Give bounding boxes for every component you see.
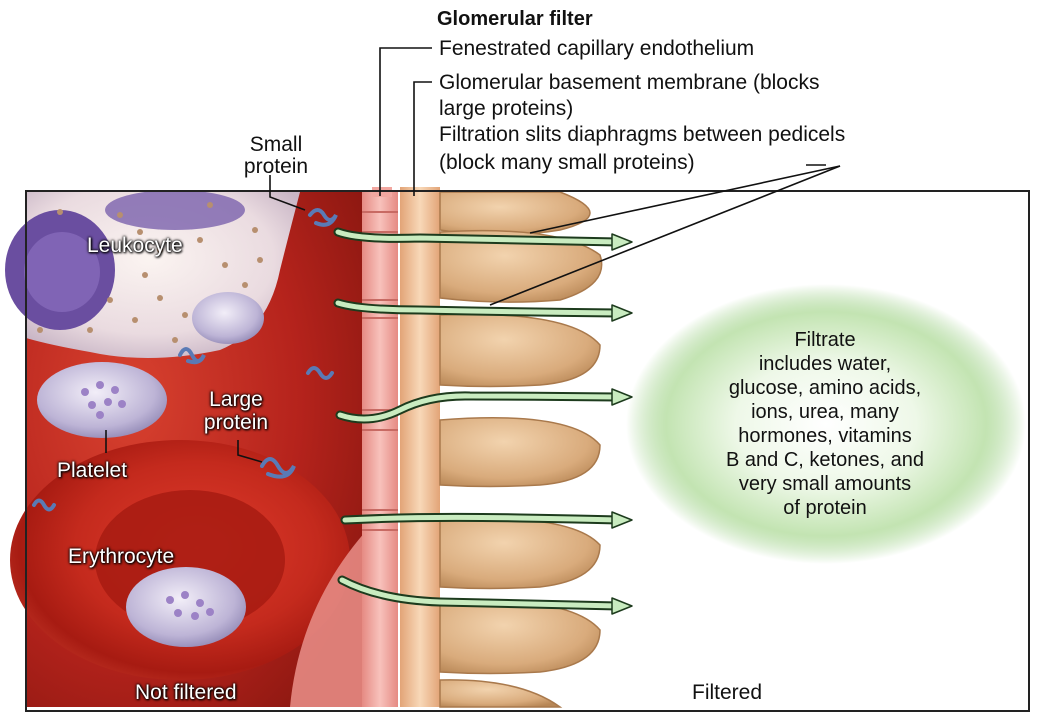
slits-label-line1: Filtration slits diaphragms between pedi…	[439, 122, 845, 148]
leukocyte-cell	[5, 190, 300, 358]
small-protein-label-line2: protein	[232, 154, 320, 180]
filtrate-line: Filtrate	[640, 328, 1010, 352]
basement-membrane	[400, 187, 440, 707]
filtrate-line: of protein	[640, 496, 1010, 520]
large-protein-label-line2: protein	[190, 410, 282, 436]
filtrate-line: glucose, amino acids,	[640, 376, 1010, 400]
filtrate-line: ions, urea, many	[640, 400, 1010, 424]
platelet-label: Platelet	[57, 458, 127, 484]
slits-label-line2: (block many small proteins)	[439, 150, 695, 176]
fenestrated-label: Fenestrated capillary endothelium	[439, 36, 754, 62]
filtrate-line: includes water,	[640, 352, 1010, 376]
filtrate-line: B and C, ketones, and	[640, 448, 1010, 472]
endothelium	[362, 192, 398, 707]
diagram-title: Glomerular filter	[437, 6, 593, 32]
not-filtered-label: Not filtered	[135, 680, 237, 706]
erythrocyte-label: Erythrocyte	[68, 544, 174, 570]
filtered-label: Filtered	[692, 680, 762, 706]
gbm-label-line1: Glomerular basement membrane (blocks	[439, 70, 819, 96]
podocyte-pedicels	[440, 192, 602, 707]
filtrate-line: hormones, vitamins	[640, 424, 1010, 448]
filtrate-description: Filtrate includes water, glucose, amino …	[640, 328, 1010, 520]
gbm-label-line2: large proteins)	[439, 96, 573, 122]
platelet-cell	[37, 362, 167, 438]
leukocyte-label: Leukocyte	[87, 233, 183, 259]
filtrate-line: very small amounts	[640, 472, 1010, 496]
